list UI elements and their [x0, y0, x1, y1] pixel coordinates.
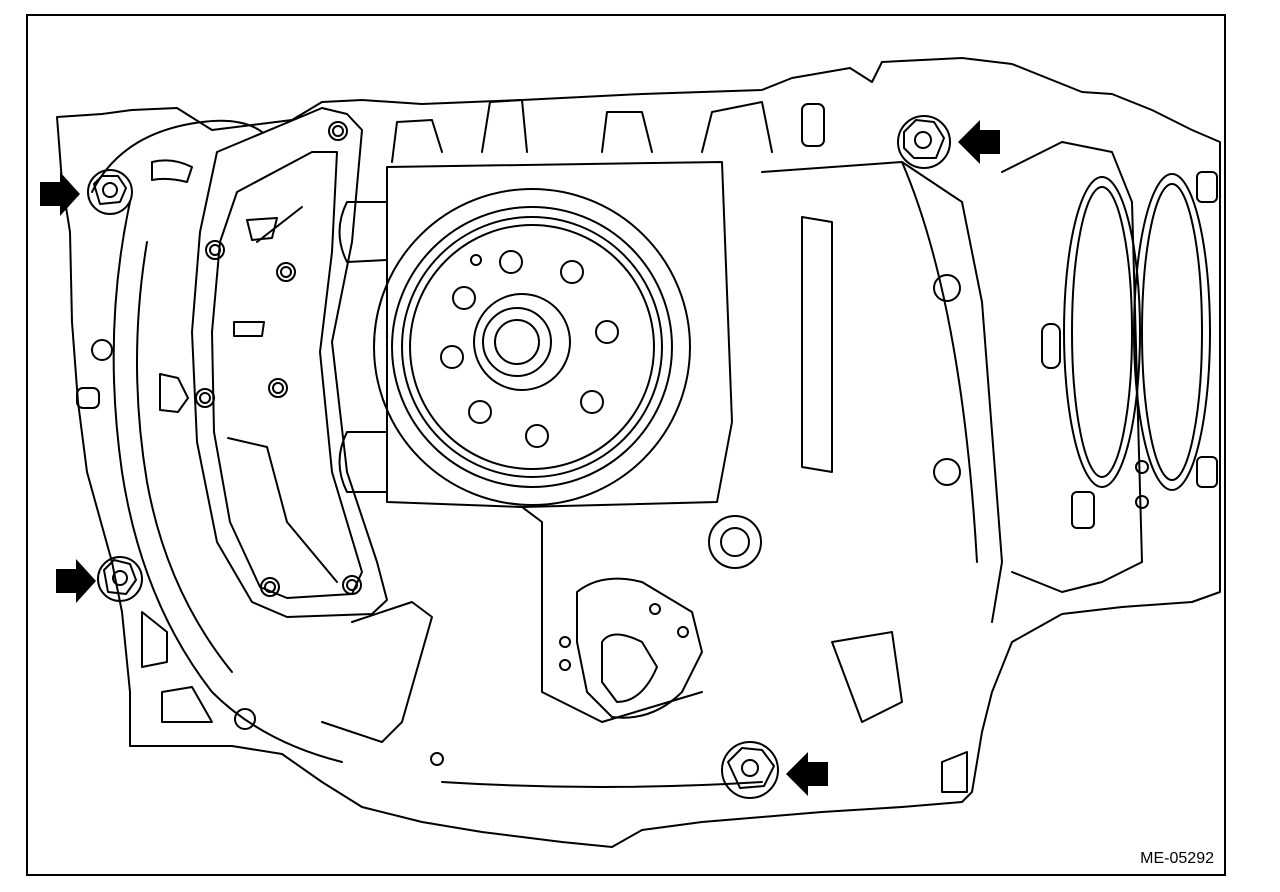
oil-passage: [576, 577, 703, 719]
cylinder-bore-2: [1133, 173, 1211, 491]
bolt-bottom: [721, 741, 779, 799]
figure-frame: ME-05292: [26, 14, 1226, 876]
arrow-right-icon: [56, 559, 96, 603]
arrow-left-icon: [786, 752, 828, 796]
arrow-right-icon: [40, 172, 80, 216]
bolt-upper-right: [897, 115, 951, 169]
bolt-upper-left: [87, 169, 133, 215]
rear-cover-plate: [191, 107, 388, 618]
cylinder-bore-1: [1063, 176, 1141, 488]
figure-reference-code: ME-05292: [1140, 850, 1214, 867]
block-outline: [56, 57, 1221, 848]
seal-housing: [386, 161, 733, 508]
plate-bolts: [195, 121, 362, 597]
bolt-lower-left: [97, 556, 143, 602]
arrow-left-icon: [958, 120, 1000, 164]
crankshaft-flange: [373, 188, 691, 506]
engine-block-drawing: [40, 57, 1221, 848]
